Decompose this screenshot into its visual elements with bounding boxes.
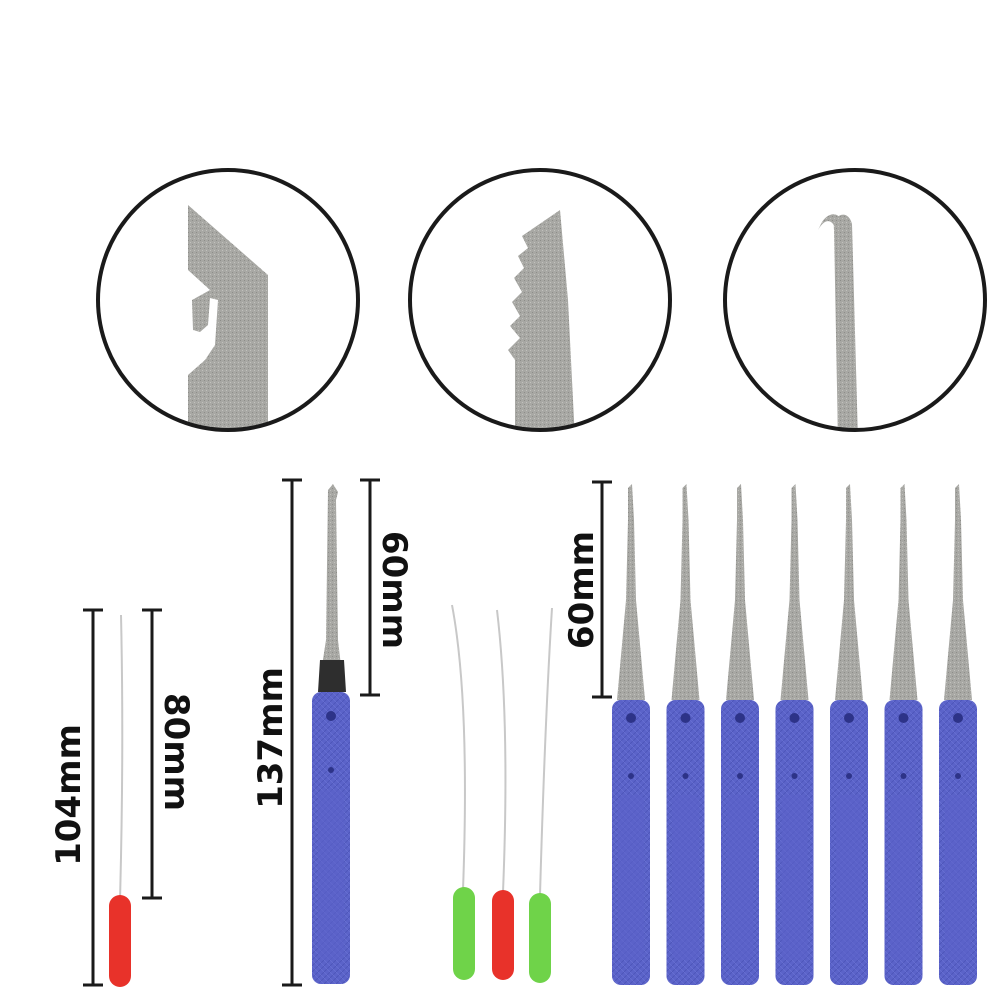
wire-shaft-length: 80mm [156,693,196,811]
pick-1 [612,484,650,985]
pick-4 [775,484,814,985]
pick-total-length: 137mm [251,667,291,809]
pick-3 [721,484,759,985]
pick-blade [889,484,918,700]
wire-tool-dimensions: 104mm 80mm [49,608,196,987]
red-tip [109,895,131,987]
wire-total-length: 104mm [49,724,89,866]
red-tip [492,890,514,980]
green-tip [453,887,475,980]
closeup-serrated [408,168,672,432]
closeup-hook-notch [96,168,360,432]
single-pick-dimensions: 137mm 60mm [251,478,414,987]
pick-blade [780,484,809,700]
pick-blade [671,484,700,700]
pick-blade [617,484,645,700]
pick-shaft-length: 60mm [374,531,414,649]
pick-blade [944,484,972,700]
pick-set [612,484,977,985]
pick-blade [726,484,754,700]
wire-tool-red [109,614,131,987]
set-shaft-length: 60mm [562,531,602,649]
pick-blade [835,484,863,700]
pick-set-dimension: 60mm [562,480,612,699]
pick-7 [939,484,977,985]
pick-6 [884,484,923,985]
pick-2 [666,484,705,985]
blade-hook-notch [188,205,268,430]
single-pick [312,484,350,984]
closeup-curved-hook [723,168,987,432]
green-tip [529,893,551,983]
pick-5 [830,484,868,985]
wire-tools-trio [451,604,553,983]
blade-serrated [508,210,575,430]
